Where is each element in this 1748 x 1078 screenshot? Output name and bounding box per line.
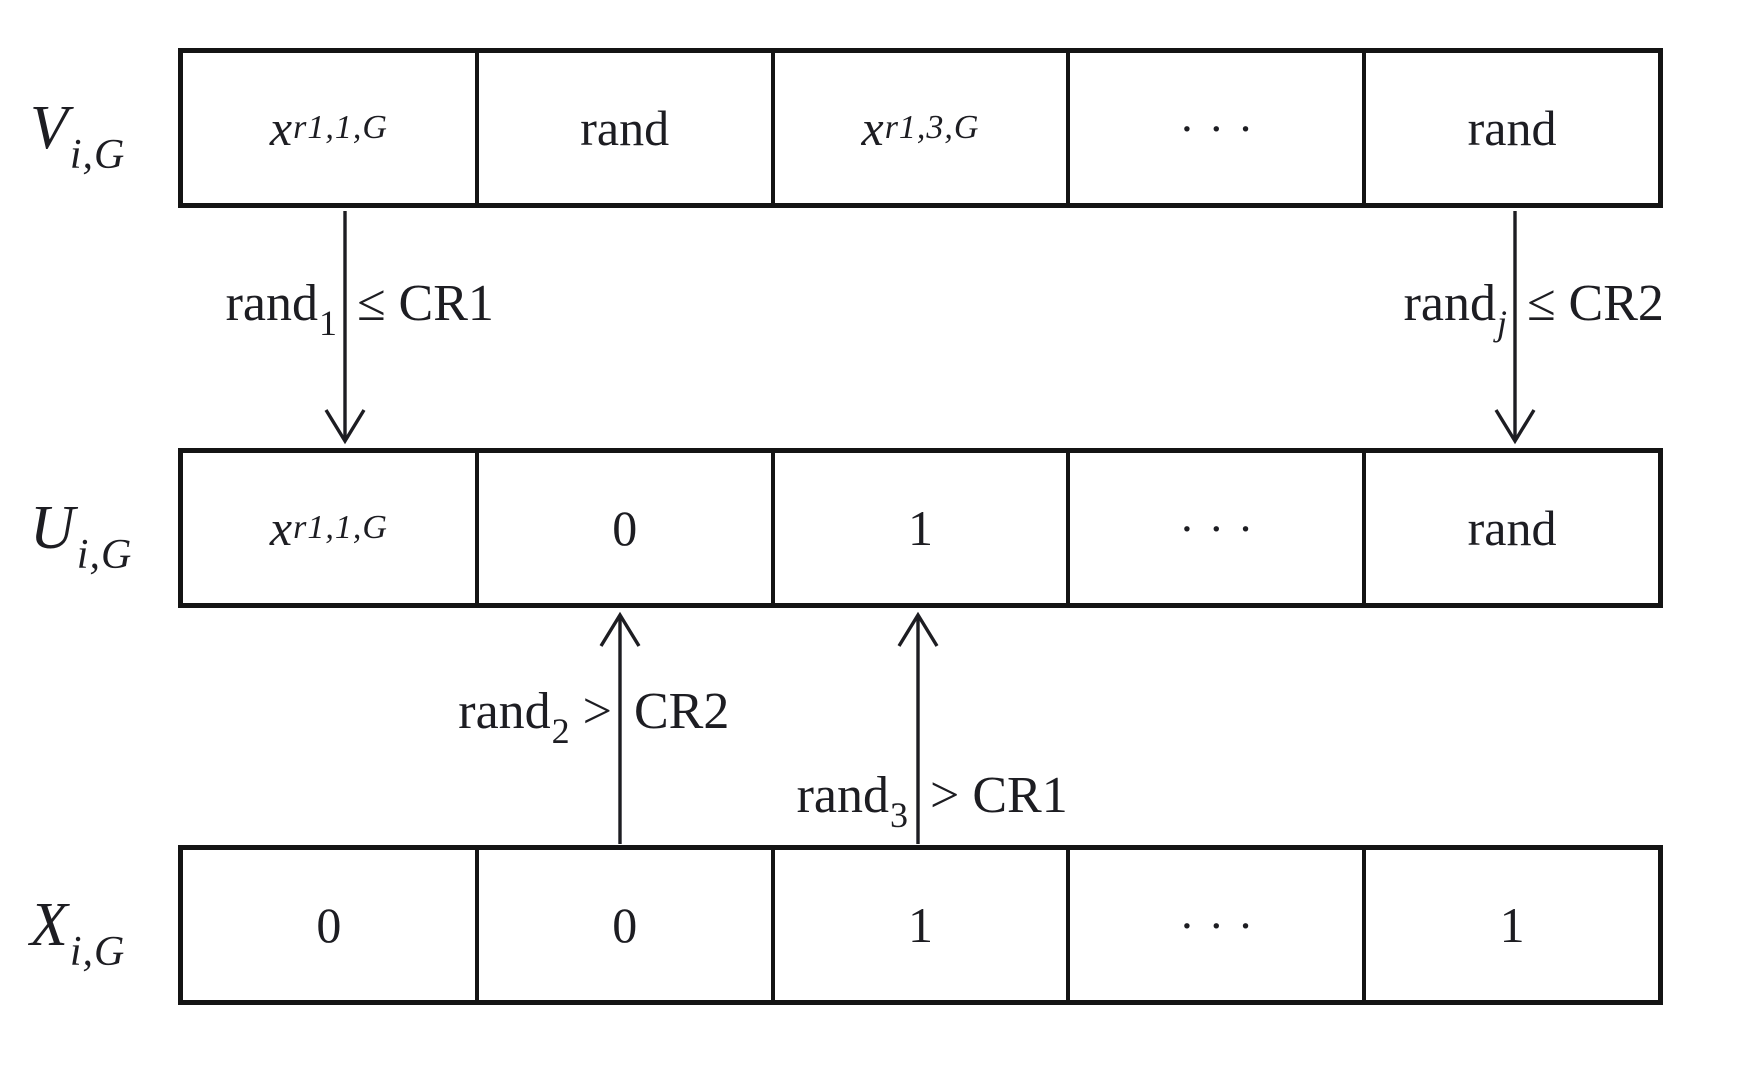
cell-value: 0: [612, 897, 638, 953]
cell-u-5: rand: [1366, 453, 1658, 603]
arrow-label-randj-right: ≤ CR2: [1527, 275, 1664, 332]
arrow-label-rand3-left: rand3: [796, 767, 908, 835]
arrow-label-rand1-right: ≤ CR1: [357, 275, 494, 332]
cell-x-4: ···: [1070, 850, 1367, 1000]
arrow-label-randj-left: randj: [1403, 275, 1507, 343]
cell-v-2: rand: [479, 53, 775, 203]
cell-x-2: 0: [479, 850, 775, 1000]
cell-u-3: 1: [775, 453, 1071, 603]
cell-v-4: ···: [1070, 53, 1367, 203]
cell-value: ···: [1179, 102, 1268, 154]
cell-value: rand: [580, 100, 670, 156]
cell-value: 1: [907, 500, 933, 556]
cell-value: 1: [907, 897, 933, 953]
arrow-label-rand2-left: rand2 >: [458, 683, 612, 751]
arrow-label-rand1-left: rand1: [225, 275, 337, 343]
down-arrow-randj: [1494, 211, 1536, 445]
cell-u-4: ···: [1070, 453, 1367, 603]
cell-value: ···: [1179, 899, 1268, 951]
row-label-u: Ui,G: [30, 494, 133, 578]
cell-value: rand: [1467, 500, 1557, 556]
math-base: x: [861, 100, 884, 156]
arrow-label-rand3-right: > CR1: [930, 767, 1068, 824]
up-arrow-rand2: [599, 611, 641, 844]
down-arrow-rand1: [324, 211, 366, 445]
cell-x-5: 1: [1366, 850, 1658, 1000]
row-label-v: Vi,G: [30, 94, 126, 178]
cell-value: rand: [1467, 100, 1557, 156]
vector-row-x: 0 0 1 ··· 1: [178, 845, 1663, 1005]
math-base: x: [269, 100, 293, 156]
cell-x-3: 1: [775, 850, 1071, 1000]
cell-v-5: rand: [1366, 53, 1658, 203]
cell-value: ···: [1179, 502, 1268, 554]
arrow-label-rand2-right: CR2: [634, 683, 730, 740]
up-arrow-rand3: [897, 611, 939, 844]
cell-value: 0: [612, 500, 638, 556]
cell-x-1: 0: [183, 850, 479, 1000]
cell-value: 0: [316, 897, 342, 953]
cell-u-2: 0: [479, 453, 775, 603]
row-label-x: Xi,G: [30, 891, 126, 975]
math-base: x: [269, 500, 293, 556]
cell-value: 1: [1499, 897, 1525, 953]
